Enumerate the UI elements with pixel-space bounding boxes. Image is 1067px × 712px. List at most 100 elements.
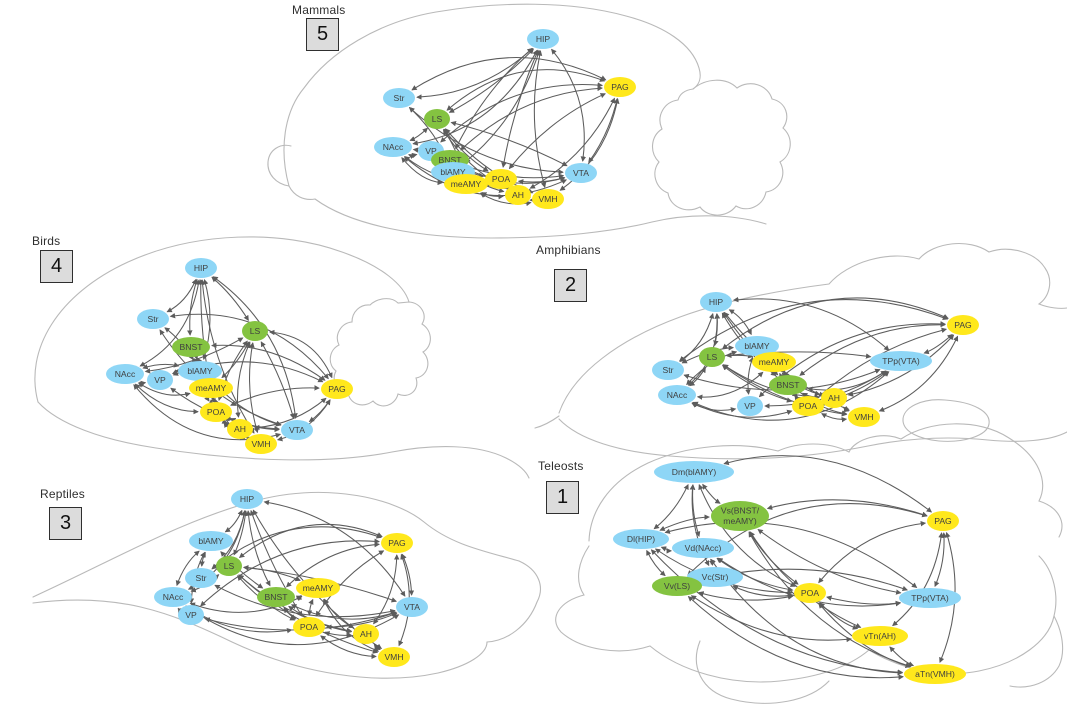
edge-reptiles-blAMY-HIP	[224, 509, 243, 533]
node-birds-AH	[227, 419, 253, 439]
node-label-reptiles-PAG: PAG	[388, 538, 406, 548]
edge-mammals-POA-PAG	[508, 93, 606, 170]
edge-teleosts-blAMY-NAcc	[689, 484, 701, 537]
node-birds-VTA	[281, 420, 313, 440]
edge-reptiles-blAMY-BNST	[220, 551, 264, 589]
node-mammals-VMH	[532, 189, 564, 209]
panel-title-mammals: Mammals	[292, 3, 346, 17]
node-label-birds-POA: POA	[207, 407, 225, 417]
node-label-amphibians-Str: Str	[663, 365, 674, 375]
edge-birds-VTA-PAG	[308, 399, 331, 422]
node-label-reptiles-Str: Str	[196, 573, 207, 583]
node-birds-NAcc	[106, 364, 144, 384]
node-teleosts-HIP	[613, 529, 669, 549]
edge-teleosts-HIP-NAcc	[660, 546, 673, 554]
brain-outline-teleosts-0	[588, 423, 1063, 542]
node-label-mammals-blAMY: blAMY	[440, 167, 466, 177]
node-label-reptiles-VTA: VTA	[404, 602, 420, 612]
node-teleosts-AH	[852, 626, 908, 646]
edge-mammals-VTA-PAG	[588, 98, 619, 163]
edge-teleosts-VTA-HIP	[664, 521, 918, 589]
node-birds-VMH	[245, 434, 277, 454]
panel-title-amphibians: Amphibians	[536, 243, 601, 257]
panel-teleosts: Dm(blAMY)Vs(BNST/meAMY)Dl(HIP)Vd(NAcc)Vc…	[555, 423, 1064, 704]
brain-outline-teleosts-3	[1009, 615, 1064, 688]
node-teleosts-VTA	[899, 588, 961, 608]
node-birds-BNST	[172, 337, 210, 357]
node-label-amphibians-VMH: VMH	[854, 412, 873, 422]
node-label-teleosts-BNST: Vs(BNST/meAMY)	[721, 506, 760, 527]
node-label-teleosts-PAG: PAG	[934, 516, 952, 526]
node-amphibians-VTA	[870, 351, 932, 371]
node-birds-VP	[147, 370, 173, 390]
node-label-reptiles-AH: AH	[360, 629, 372, 639]
node-teleosts-PAG	[927, 511, 959, 531]
node-mammals-Str	[383, 88, 415, 108]
brain-outline-birds-2	[37, 401, 530, 479]
node-amphibians-Str	[652, 360, 684, 380]
node-label-mammals-HIP: HIP	[536, 34, 551, 44]
node-label-mammals-BNST: BNST	[439, 155, 463, 165]
node-label-birds-Str: Str	[148, 314, 159, 324]
brain-outline-mammals-1	[652, 79, 791, 216]
node-label-birds-VMH: VMH	[251, 439, 270, 449]
brain-outline-birds-0	[34, 236, 410, 403]
panel-number-birds: 4	[40, 250, 73, 283]
node-birds-LS	[242, 321, 268, 341]
node-label-mammals-AH: AH	[512, 190, 524, 200]
panel-title-teleosts: Teleosts	[538, 459, 584, 473]
node-label-birds-AH: AH	[234, 424, 246, 434]
brain-outline-amphibians-3	[534, 415, 560, 429]
node-label-mammals-POA: POA	[492, 174, 510, 184]
node-label-mammals-PAG: PAG	[611, 82, 629, 92]
edge-amphibians-meAMY-LS	[726, 352, 754, 359]
edge-teleosts-BNST-AH	[749, 531, 862, 629]
node-label-reptiles-VMH: VMH	[384, 652, 403, 662]
brain-outline-teleosts-2	[695, 640, 830, 704]
node-amphibians-PAG	[947, 315, 979, 335]
node-label-reptiles-HIP: HIP	[240, 494, 255, 504]
node-birds-POA	[200, 402, 232, 422]
node-amphibians-HIP	[700, 292, 732, 312]
edge-mammals-HIP-VMH	[533, 50, 547, 188]
node-teleosts-VMH	[904, 664, 966, 684]
node-reptiles-VP	[178, 605, 204, 625]
edge-birds-HIP-LS	[211, 276, 249, 321]
node-label-teleosts-Str: Vc(Str)	[702, 572, 729, 582]
edge-reptiles-VTA-PAG	[401, 553, 415, 596]
node-amphibians-LS	[699, 347, 725, 367]
brain-outline-mammals-2	[288, 185, 767, 239]
edge-amphibians-NAcc-POA	[691, 402, 793, 418]
node-label-mammals-VMH: VMH	[538, 194, 557, 204]
edge-mammals-AH-VMH	[529, 197, 538, 204]
node-amphibians-VMH	[848, 407, 880, 427]
node-label-birds-BNST: BNST	[180, 342, 204, 352]
node-reptiles-LS	[216, 556, 242, 576]
node-mammals-NAcc	[374, 137, 412, 157]
edge-teleosts-BNST-PAG	[766, 499, 928, 517]
edge-teleosts-VTA-PAG	[934, 532, 947, 588]
node-label-birds-HIP: HIP	[194, 263, 209, 273]
node-teleosts-BNST	[711, 501, 769, 531]
edge-mammals-VTA-HIP	[551, 48, 587, 162]
edge-reptiles-VP-PAG	[200, 538, 380, 607]
brain-outline-teleosts-1	[555, 545, 1057, 683]
node-label-amphibians-VP: VP	[744, 401, 756, 411]
node-amphibians-VP	[737, 396, 763, 416]
edge-amphibians-NAcc-meAMY	[696, 371, 764, 400]
node-label-amphibians-PAG: PAG	[954, 320, 972, 330]
panel-title-reptiles: Reptiles	[40, 487, 85, 501]
node-label-reptiles-blAMY: blAMY	[198, 536, 224, 546]
node-reptiles-blAMY	[189, 531, 233, 551]
node-label-mammals-VTA: VTA	[573, 168, 589, 178]
panel-number-amphibians: 2	[554, 269, 587, 302]
node-mammals-AH	[505, 185, 531, 205]
node-teleosts-LS	[652, 576, 702, 596]
node-amphibians-BNST	[769, 375, 807, 395]
edge-mammals-NAcc-LS	[409, 127, 428, 142]
node-label-birds-VTA: VTA	[289, 425, 305, 435]
brain-outline-amphibians-2	[902, 399, 990, 442]
node-label-teleosts-LS: Vv(LS)	[664, 581, 690, 591]
